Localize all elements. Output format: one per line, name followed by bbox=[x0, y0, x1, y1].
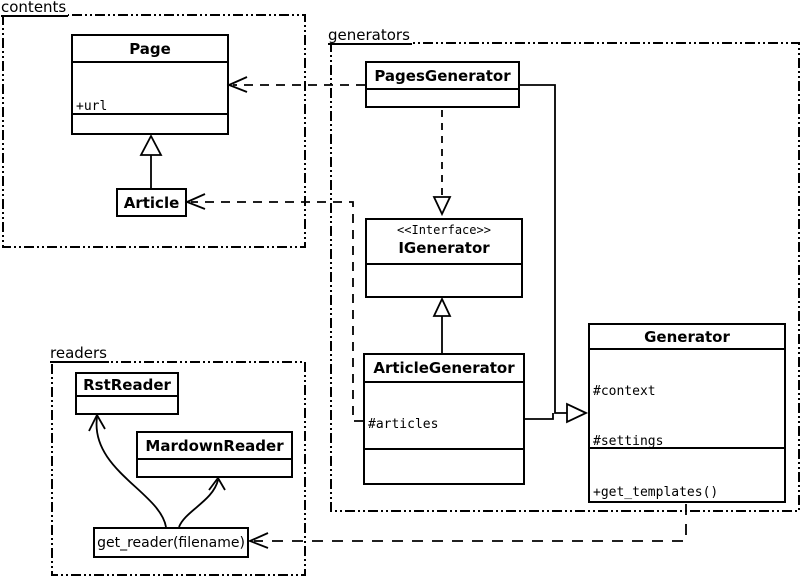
class-markdown-reader-methods: +read() bbox=[138, 458, 291, 476]
class-pages-generator-attributes: #pages bbox=[367, 88, 518, 106]
class-igenerator-stereotype: <<Interface>> bbox=[397, 223, 491, 237]
class-page-methods: +check_properties() bbox=[73, 113, 227, 133]
dependency-pages-generator-to-page bbox=[226, 76, 365, 93]
class-igenerator-header: <<Interface>> IGenerator bbox=[367, 220, 521, 263]
attribute-row: #settings bbox=[593, 433, 664, 448]
arrow-get-reader-to-markdown-reader bbox=[178, 476, 226, 528]
package-generators-label: generators bbox=[328, 26, 412, 45]
class-igenerator-title: IGenerator bbox=[398, 239, 490, 257]
inheritance-to-generator bbox=[520, 84, 589, 424]
package-contents-label: contents bbox=[1, 0, 69, 17]
class-markdown-reader: MardownReader +read() bbox=[136, 431, 293, 478]
method-row: +get_templates() bbox=[593, 485, 719, 500]
inheritance-article-to-page bbox=[139, 134, 163, 188]
class-article-generator-attributes: #articles #dates #tags #categories bbox=[365, 381, 523, 448]
class-article: Article bbox=[116, 188, 187, 217]
class-rst-reader: RstReader +read() bbox=[75, 372, 179, 415]
class-article-generator-title: ArticleGenerator bbox=[373, 359, 515, 377]
class-markdown-reader-title: MardownReader bbox=[145, 436, 284, 455]
class-pages-generator: PagesGenerator #pages bbox=[365, 61, 520, 108]
class-generator: Generator #context #settings #path #them… bbox=[588, 323, 786, 503]
class-pages-generator-title: PagesGenerator bbox=[374, 66, 511, 85]
class-page: Page +url +slug +summary +check_properti… bbox=[71, 34, 229, 135]
class-page-attributes: +url +slug +summary bbox=[73, 61, 227, 113]
dependency-article-generator-to-article bbox=[184, 193, 363, 422]
attribute-row: #articles bbox=[368, 417, 439, 432]
class-igenerator-methods: +generate_context() +generate_output() bbox=[367, 263, 521, 296]
class-generator-title: Generator bbox=[644, 327, 730, 346]
class-rst-reader-title: RstReader bbox=[83, 375, 171, 394]
class-article-generator: ArticleGenerator #articles #dates #tags … bbox=[363, 353, 525, 485]
dependency-generator-to-get-reader bbox=[247, 504, 687, 549]
attribute-row: #context bbox=[593, 384, 656, 399]
class-page-title: Page bbox=[129, 39, 171, 58]
inheritance-article-generator-to-igenerator bbox=[432, 296, 452, 353]
class-generator-methods: +get_templates() +get_files(path,exclude… bbox=[590, 447, 784, 501]
get-reader-box: get_reader(filename) bbox=[93, 527, 249, 558]
package-readers-label: readers bbox=[50, 344, 109, 363]
class-article-title: Article bbox=[123, 193, 180, 212]
class-article-generator-methods: +generate_feeds() +generate_pages() bbox=[365, 448, 523, 483]
realization-pages-generator-to-igenerator bbox=[432, 110, 452, 217]
class-rst-reader-methods: +read() bbox=[77, 395, 177, 413]
attribute-row: +url bbox=[76, 99, 108, 113]
class-generator-attributes: #context #settings #path #theme #output_… bbox=[590, 348, 784, 447]
class-igenerator: <<Interface>> IGenerator +generate_conte… bbox=[365, 218, 523, 298]
